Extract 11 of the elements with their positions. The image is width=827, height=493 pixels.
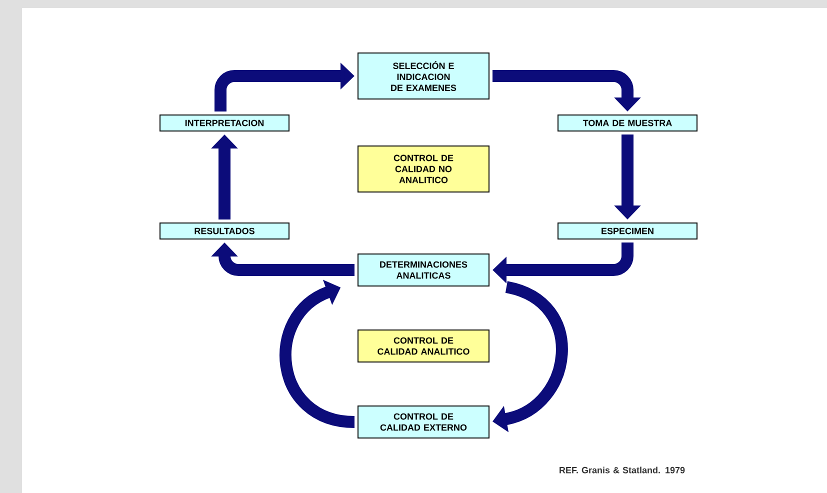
block-arrow [280, 280, 356, 428]
process-box: INTERPRETACION [160, 114, 290, 132]
process-box: SELECCIÓN E INDICACION DE EXAMENES [358, 52, 490, 100]
process-box: CONTROL DE CALIDAD ANALITICO [358, 330, 490, 362]
process-box: CONTROL DE CALIDAD EXTERNO [358, 406, 490, 438]
process-box: TOMA DE MUESTRA [558, 114, 698, 132]
process-box: ESPECIMEN [558, 222, 698, 240]
process-box: DETERMINACIONES ANALITICAS [358, 254, 490, 286]
reference-note: REF. Granis & Statland. 1979 [560, 466, 685, 474]
process-box: RESULTADOS [160, 222, 290, 240]
process-box: CONTROL DE CALIDAD NO ANALITICO [358, 146, 490, 192]
